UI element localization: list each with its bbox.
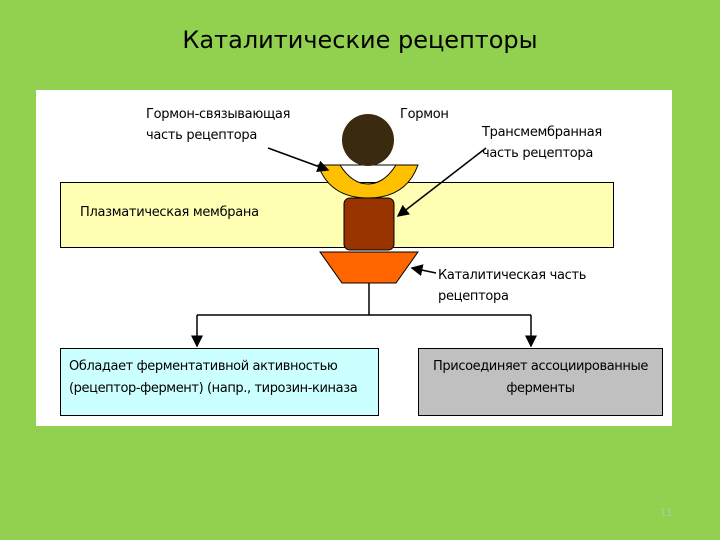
box-associated-enzymes: Присоединяет ассоциированные ферменты: [418, 348, 663, 416]
diagram-panel: Плазматическая мембрана Гормон-связывающ…: [36, 90, 672, 426]
membrane-label: Плазматическая мембрана: [80, 205, 259, 220]
label-hormone: Гормон: [400, 107, 449, 122]
label-transmembrane: Трансмембранная часть рецептора: [482, 125, 602, 161]
receptor-diagram: [191, 114, 537, 348]
catalytic-part: [319, 251, 419, 284]
label-hormone-binding: Гормон-связывающая часть рецептора: [146, 107, 291, 143]
arrow-to-catalytic: [410, 264, 437, 277]
slide-title: Каталитические рецепторы: [182, 26, 538, 54]
label-catalytic: Каталитическая часть рецептора: [438, 268, 587, 304]
page-number: 11: [660, 508, 673, 519]
box-enzyme-activity: Обладает ферментативной активностью (рец…: [60, 348, 379, 416]
arrow-to-transmembrane: [396, 147, 487, 217]
hormone-binding-part: [317, 164, 419, 199]
arrow-to-binding: [267, 147, 330, 173]
hormone-circle: [342, 114, 394, 166]
transmembrane-part: [343, 197, 395, 251]
